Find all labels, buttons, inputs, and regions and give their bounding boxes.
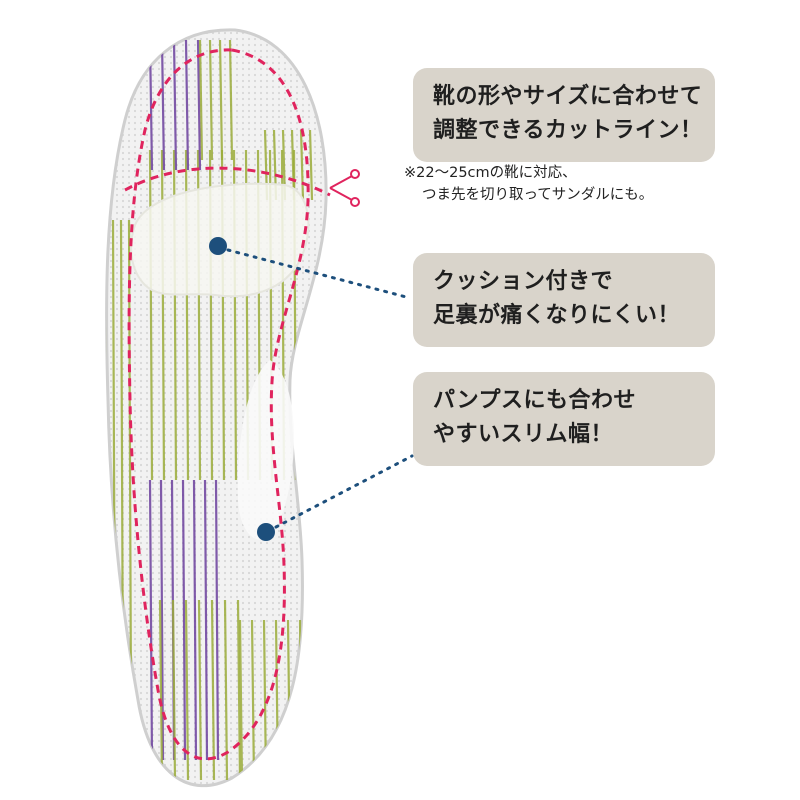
callout-line: 調整できるカットライン！ — [433, 118, 703, 143]
arch-pad — [237, 360, 294, 540]
stripe — [236, 599, 242, 781]
stripe — [210, 599, 216, 781]
outer-cut-line — [127, 48, 310, 761]
stripe — [218, 39, 224, 161]
stripe — [228, 39, 234, 161]
stripe — [223, 599, 229, 781]
stripe — [308, 129, 314, 201]
size-note: ※22〜25cmの靴に対応、 つま先を切り取ってサンダルにも。 — [404, 162, 653, 206]
stripe — [196, 39, 202, 171]
marker-dot-icon — [209, 237, 227, 255]
callout-line: やすいスリム幅！ — [433, 422, 614, 447]
stripe — [172, 39, 178, 171]
callout-slim-width: パンプスにも合わせ やすいスリム幅！ — [413, 372, 715, 466]
stripe — [203, 479, 209, 761]
stripe — [148, 149, 154, 481]
connector-slim — [274, 454, 414, 529]
marker-dot-icon — [257, 523, 275, 541]
callout-line: クッション付きで — [433, 269, 614, 294]
stripe — [148, 479, 154, 761]
insole — [105, 28, 328, 788]
callout-line: パンプスにも合わせ — [433, 388, 636, 413]
callout-cut-line: 靴の形やサイズに合わせて 調整できるカットライン！ — [413, 68, 715, 162]
callout-cushion: クッション付きで 足裏が痛くなりにくい！ — [413, 253, 715, 347]
stripe — [214, 479, 220, 761]
callout-line: 靴の形やサイズに合わせて — [433, 84, 703, 109]
callout-line: 足裏が痛くなりにくい！ — [433, 303, 681, 328]
stripe — [181, 479, 187, 761]
stripe — [299, 129, 305, 201]
toe-cut-line — [124, 166, 331, 197]
stripe — [171, 599, 177, 781]
stripe — [250, 619, 256, 781]
scissors-icon — [329, 169, 360, 207]
note-line: ※22〜25cmの靴に対応、 — [404, 165, 577, 181]
stripe — [208, 39, 214, 161]
stripe — [192, 479, 198, 761]
stripe — [197, 599, 203, 781]
stripe — [198, 39, 204, 161]
stripe — [160, 39, 166, 171]
stripe — [184, 599, 190, 781]
stripe — [238, 619, 244, 781]
note-line: つま先を切り取ってサンダルにも。 — [422, 187, 654, 203]
stripe — [158, 599, 164, 781]
